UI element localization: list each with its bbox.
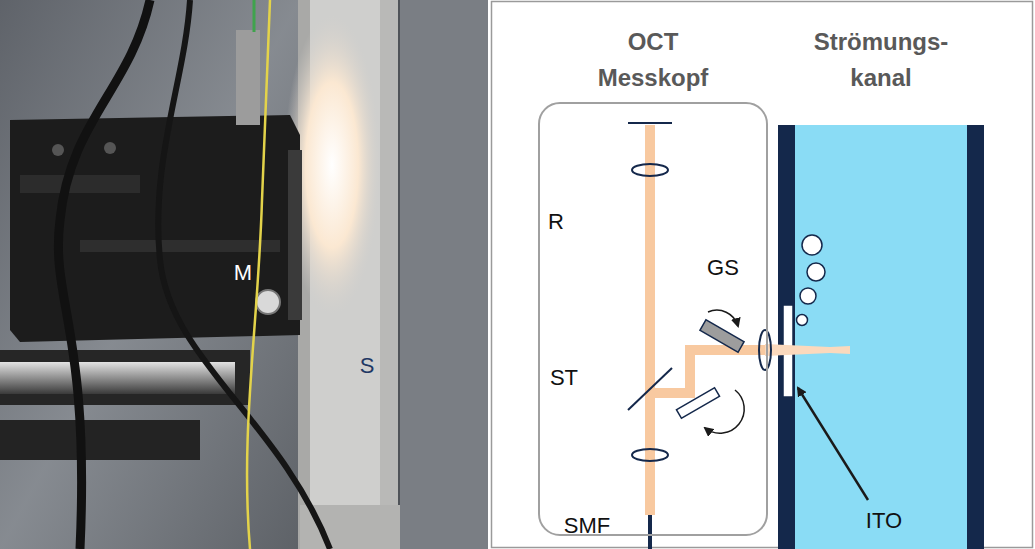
fiber [253, 0, 256, 32]
beam-focus [765, 344, 850, 356]
device-outline [538, 102, 768, 536]
screw [104, 142, 116, 154]
lens [759, 330, 771, 370]
cable [158, 0, 330, 549]
bubble [797, 315, 808, 326]
galvo-mirror [676, 388, 719, 419]
rail [0, 420, 200, 460]
collimator [236, 30, 260, 125]
screw [52, 144, 64, 156]
flange [288, 150, 302, 320]
photo [0, 0, 488, 549]
lens [632, 164, 668, 176]
rotation-arrow [705, 390, 744, 433]
channel-wall [967, 125, 984, 549]
channel-water [795, 125, 967, 549]
lens [632, 449, 668, 461]
single-mode-fiber [648, 515, 652, 549]
mount-slot [20, 175, 140, 193]
node-heading: OCT Messkopf [583, 24, 723, 96]
rail [0, 350, 250, 405]
beam-splitter [628, 368, 672, 410]
bubble [807, 263, 825, 281]
photo-ground [0, 0, 488, 549]
background-wall [400, 0, 488, 549]
part-label: SMF [564, 514, 610, 538]
part-label: GS [707, 256, 739, 280]
channel-region: Strömungs- kanal [770, 24, 992, 120]
part-label: R [548, 210, 564, 234]
bubble [802, 235, 822, 255]
duct [0, 0, 300, 549]
rod [0, 362, 235, 394]
knob [256, 290, 280, 314]
part-label: ITO [866, 509, 902, 533]
part-label: M [234, 261, 252, 285]
device-box: OCT Messkopf [538, 24, 768, 536]
rotation-arrow [708, 310, 738, 326]
bubble [800, 288, 816, 304]
node-heading: Strömungs- kanal [801, 24, 961, 96]
channel-wall [778, 125, 795, 549]
part-label: ST [550, 366, 578, 390]
reference-mirror [628, 122, 672, 124]
mount-slot [80, 240, 280, 252]
part-label: S [360, 354, 375, 378]
cable [58, 0, 150, 549]
leader-arrow [798, 388, 868, 500]
pillar-edge [380, 0, 398, 549]
